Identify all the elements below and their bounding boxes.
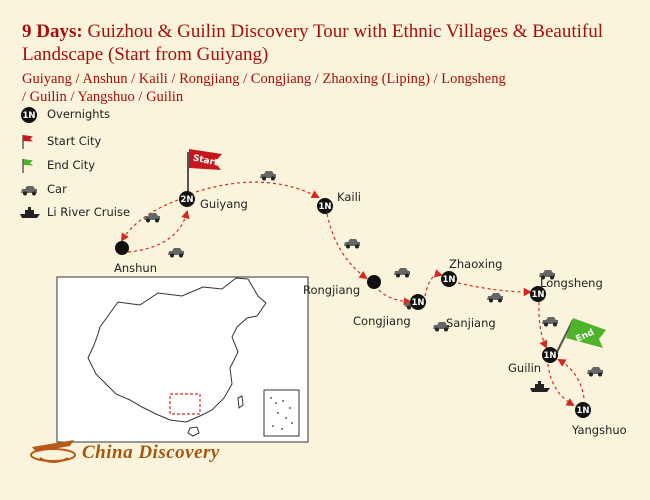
china-outline [87, 277, 267, 423]
longsheng-nights-badge: 1N [531, 290, 544, 300]
yangshuo-nights-badge: 1N [576, 406, 589, 416]
car-icon-4 [344, 239, 360, 249]
route-anshun-guiyang [127, 209, 190, 253]
sanjiang-label: Sanjiang [446, 316, 496, 330]
cruise-boat-icon [530, 381, 550, 392]
legend-start-city: Start City [20, 133, 220, 151]
route-kaili-rongjiang [326, 213, 368, 280]
legend-cruise: Li River Cruise [20, 204, 220, 222]
kaili-nights-badge: 1N [318, 202, 331, 212]
overnight-badge-icon: 1N [21, 107, 37, 123]
guilin-nights-badge: 1N [543, 351, 556, 361]
red-flag-icon [22, 135, 33, 149]
city-yangshuo: 1N Yangshuo [571, 402, 627, 437]
south-china-sea-islands [270, 397, 293, 430]
legend-overnights: 1N Overnights [20, 106, 220, 124]
cruise-boat-icon [20, 207, 40, 218]
city-congjiang: 1N Congjiang [353, 294, 426, 328]
brand-name: China Discovery [82, 442, 220, 463]
route-guiyang-anshun [120, 199, 179, 242]
route-congjiang-zhaoxing [424, 269, 444, 297]
guizhou-highlight-box [169, 393, 201, 415]
start-flag: Start [187, 149, 222, 192]
guiyang-nights-badge: 2N [180, 195, 193, 205]
city-kaili: 1N Kaili [317, 190, 361, 214]
anshun-label: Anshun [114, 261, 157, 275]
zhaoxing-nights-badge: 1N [442, 275, 455, 285]
route-line-2: / Guilin / Yangshuo / Guilin [22, 89, 184, 105]
legend-overnights-label: Overnights [47, 107, 111, 121]
kaili-label: Kaili [337, 190, 361, 204]
china-inset-map [56, 276, 309, 443]
tour-title-text: Guizhou & Guilin Discovery Tour with Eth… [22, 21, 604, 65]
city-sanjiang: Sanjiang [446, 316, 496, 330]
route-lines [120, 181, 585, 407]
car-icon-11 [587, 367, 603, 377]
car-icon-8 [487, 293, 503, 303]
start-flag-banner [189, 149, 222, 170]
legend-end-city: End City [20, 157, 220, 175]
city-guiyang: 2N Guiyang [179, 191, 248, 211]
zhaoxing-label: Zhaoxing [449, 257, 503, 271]
route-zhaoxing-longsheng [457, 282, 533, 297]
route-line-1: Guiyang / Anshun / Kaili / Rongjiang / C… [22, 71, 506, 87]
city-zhaoxing: 1N Zhaoxing [441, 257, 503, 287]
city-longsheng: 1N Longsheng [530, 276, 603, 302]
tour-title: 9 Days: Guizhou & Guilin Discovery Tour … [22, 20, 632, 66]
taiwan-island [237, 395, 244, 409]
rongjiang-label: Rongjiang [303, 283, 360, 297]
china-discovery-logo-icon [30, 440, 76, 463]
longsheng-label: Longsheng [540, 276, 603, 290]
legend-start-label: Start City [47, 134, 102, 148]
legend-end-label: End City [47, 158, 96, 172]
svg-text:1N: 1N [22, 111, 35, 121]
guiyang-label: Guiyang [200, 197, 248, 211]
route-rongjiang-congjiang [378, 289, 413, 306]
congjiang-nights-badge: 1N [411, 298, 424, 308]
route-guiyang-kaili [195, 181, 320, 198]
city-guilin: 1N Guilin [508, 347, 558, 375]
car-icon-3 [260, 171, 276, 181]
end-flag-banner [566, 318, 606, 348]
green-flag-icon [22, 159, 33, 173]
route-summary: Guiyang / Anshun / Kaili / Rongjiang / C… [22, 70, 622, 106]
city-rongjiang: Rongjiang [303, 275, 381, 297]
car-icon-2 [168, 248, 184, 258]
car-icon-1 [144, 213, 160, 223]
route-yangshuo-guilin [557, 358, 585, 399]
legend-cruise-label: Li River Cruise [47, 205, 131, 219]
car-icon-5 [394, 268, 410, 278]
car-icon [21, 186, 37, 196]
tour-days: 9 Days: [22, 21, 83, 42]
legend-car-label: Car [47, 182, 67, 196]
route-longsheng-guilin [538, 301, 548, 349]
congjiang-label: Congjiang [353, 314, 411, 328]
car-icon-10 [542, 317, 558, 327]
city-anshun: Anshun [114, 241, 157, 275]
end-flag: End [554, 318, 606, 357]
yangshuo-label: Yangshuo [571, 423, 627, 437]
legend-car: Car [20, 181, 220, 199]
route-guilin-yangshuo [547, 363, 575, 407]
guilin-label: Guilin [508, 361, 541, 375]
hainan-island [187, 426, 200, 437]
